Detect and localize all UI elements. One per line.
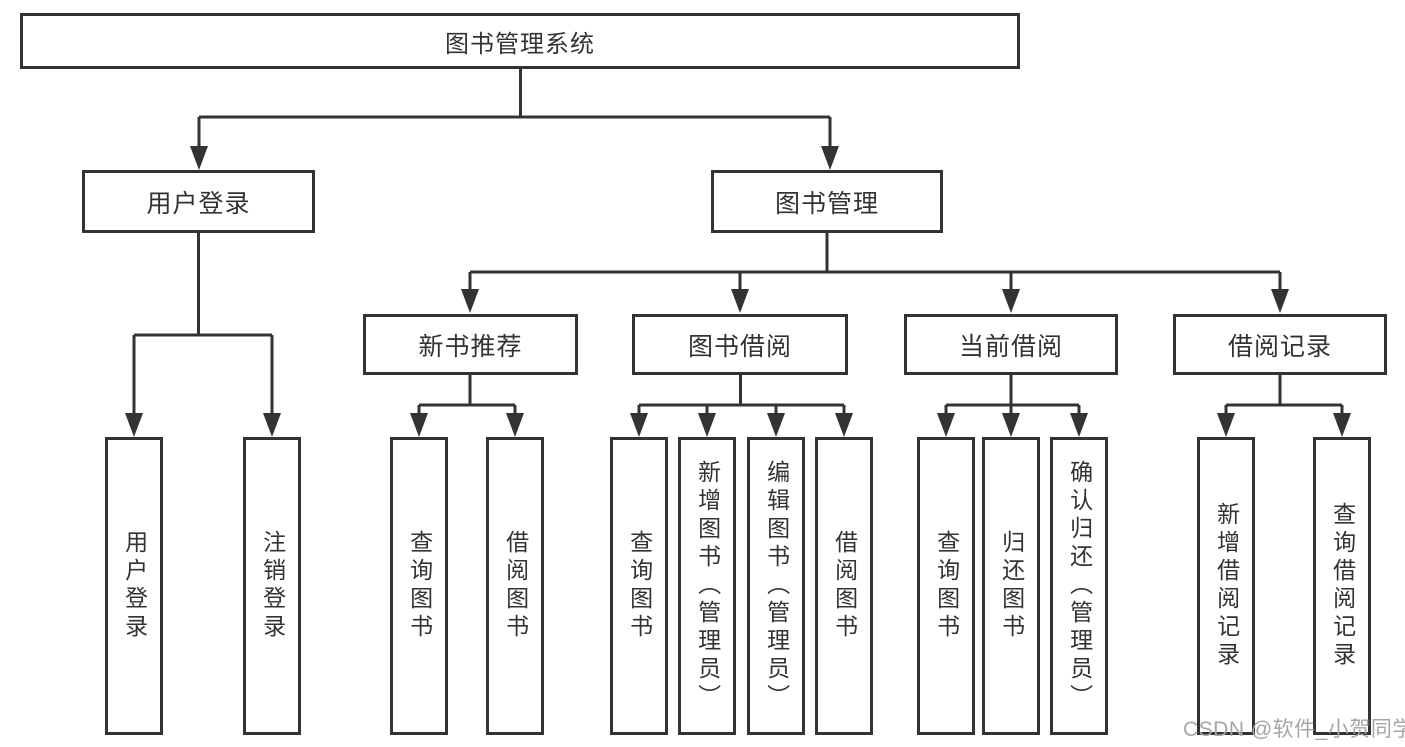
arrowhead-icon xyxy=(1002,413,1020,437)
node-borrow-records-label: 借阅记录 xyxy=(1227,332,1332,361)
arrowhead-icon xyxy=(263,413,281,437)
connector-new-book-recommend xyxy=(410,374,524,437)
node-user-login: 用户登录 xyxy=(82,170,315,233)
connector-borrow-records xyxy=(1217,374,1351,437)
arrowhead-icon xyxy=(630,413,648,437)
arrowhead-icon xyxy=(1002,289,1020,313)
node-book-management-label: 图书管理 xyxy=(774,189,879,218)
arrowhead-icon xyxy=(125,413,143,437)
arrowhead-icon xyxy=(410,413,428,437)
leaf-add-book-admin-label: 新增图书（管理员） xyxy=(694,460,721,712)
connector-user-login xyxy=(125,233,281,437)
leaf-borrow-book-label: 借阅图书 xyxy=(831,530,858,642)
watermark: CSDN @软件_小贺同学 xyxy=(1183,718,1405,741)
leaf-add-book-admin: 新增图书（管理员） xyxy=(678,437,736,735)
node-current-borrow: 当前借阅 xyxy=(904,314,1118,375)
node-new-book-recommend-label: 新书推荐 xyxy=(418,332,523,361)
arrowhead-icon xyxy=(731,289,749,313)
arrowhead-icon xyxy=(461,289,479,313)
leaf-query-book-current-label: 查询图书 xyxy=(933,530,960,642)
connector-book-borrow xyxy=(630,374,853,437)
connector-root xyxy=(190,68,839,170)
leaf-query-book-recommend: 查询图书 xyxy=(390,437,448,735)
node-root-label: 图书管理系统 xyxy=(445,30,595,58)
leaf-query-book-borrow: 查询图书 xyxy=(610,437,668,735)
arrowhead-icon xyxy=(835,413,853,437)
leaf-query-book-recommend-label: 查询图书 xyxy=(406,530,433,642)
leaf-query-book-current: 查询图书 xyxy=(917,437,975,735)
arrowhead-icon xyxy=(821,146,839,170)
leaf-user-login-label: 用户登录 xyxy=(121,530,148,642)
arrowhead-icon xyxy=(1333,413,1351,437)
arrowhead-icon xyxy=(698,413,716,437)
node-book-borrow-label: 图书借阅 xyxy=(687,332,792,361)
arrowhead-icon xyxy=(506,413,524,437)
leaf-add-borrow-record: 新增借阅记录 xyxy=(1197,437,1255,735)
arrowhead-icon xyxy=(1217,413,1235,437)
node-new-book-recommend: 新书推荐 xyxy=(363,314,578,375)
node-borrow-records: 借阅记录 xyxy=(1173,314,1387,375)
leaf-add-borrow-record-label: 新增借阅记录 xyxy=(1213,502,1240,670)
leaf-edit-book-admin: 编辑图书（管理员） xyxy=(747,437,805,735)
leaf-borrow-book-recommend-label: 借阅图书 xyxy=(502,530,529,642)
node-book-management: 图书管理 xyxy=(711,170,943,233)
arrowhead-icon xyxy=(190,146,208,170)
leaf-query-borrow-record: 查询借阅记录 xyxy=(1313,437,1371,735)
arrowhead-icon xyxy=(1271,289,1289,313)
node-root: 图书管理系统 xyxy=(20,13,1020,69)
leaf-confirm-return-admin: 确认归还（管理员） xyxy=(1050,437,1108,735)
leaf-logout-label: 注销登录 xyxy=(259,530,286,642)
arrowhead-icon xyxy=(767,413,785,437)
node-current-borrow-label: 当前借阅 xyxy=(958,332,1063,361)
node-book-borrow: 图书借阅 xyxy=(632,314,848,375)
leaf-logout: 注销登录 xyxy=(243,437,301,735)
node-user-login-label: 用户登录 xyxy=(146,189,251,218)
arrowhead-icon xyxy=(1070,413,1088,437)
leaf-borrow-book: 借阅图书 xyxy=(815,437,873,735)
connector-current-borrow xyxy=(937,374,1088,437)
leaf-query-book-borrow-label: 查询图书 xyxy=(626,530,653,642)
connector-book-management xyxy=(461,233,1289,313)
leaf-borrow-book-recommend: 借阅图书 xyxy=(486,437,544,735)
leaf-return-book: 归还图书 xyxy=(982,437,1040,735)
leaf-user-login: 用户登录 xyxy=(105,437,163,735)
leaf-confirm-return-admin-label: 确认归还（管理员） xyxy=(1066,460,1093,712)
leaf-edit-book-admin-label: 编辑图书（管理员） xyxy=(763,460,790,712)
leaf-query-borrow-record-label: 查询借阅记录 xyxy=(1329,502,1356,670)
arrowhead-icon xyxy=(937,413,955,437)
leaf-return-book-label: 归还图书 xyxy=(998,530,1025,642)
